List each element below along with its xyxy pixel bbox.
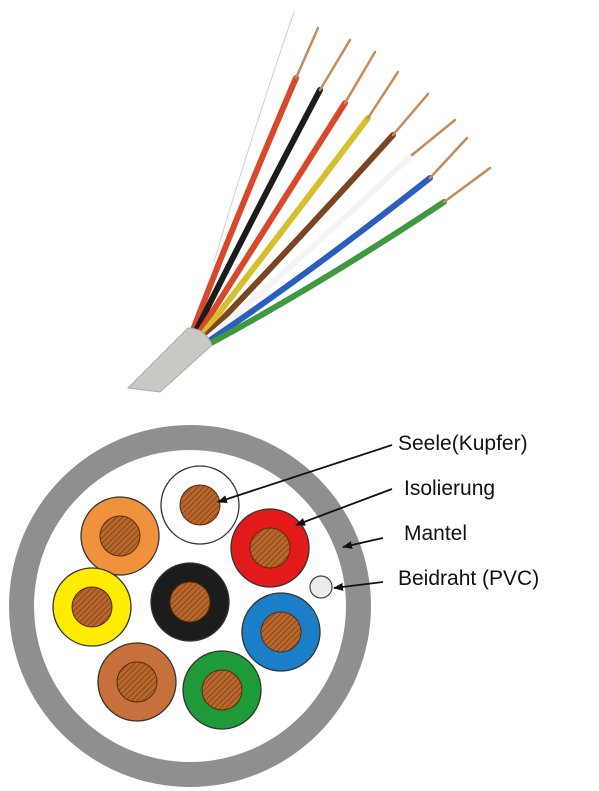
yellow-core (52, 567, 132, 647)
orange-core (80, 496, 160, 576)
arrow-mantel (342, 537, 384, 549)
wire-red-1-copper-tip (294, 26, 320, 80)
wire-green (208, 199, 447, 346)
arrow-beidraht (333, 581, 384, 591)
cores (52, 465, 321, 730)
white-core-copper (179, 484, 221, 526)
green-core (182, 650, 262, 730)
blue-core (241, 592, 321, 672)
white-core (160, 465, 240, 545)
wire-brown (202, 132, 396, 340)
label-isolierung: Isolierung (404, 477, 495, 500)
wire-green-copper-tip (442, 166, 492, 204)
cable-sheath (126, 327, 213, 393)
wire-black-copper-tip (318, 38, 352, 92)
red-core-copper (249, 527, 291, 569)
cross-section (9, 425, 371, 787)
label-beidraht: Beidraht (PVC) (398, 567, 539, 590)
callout-arrows (217, 444, 393, 591)
wire-white-copper-tip (410, 118, 457, 157)
green-core-copper (201, 669, 243, 711)
wire-yellow (199, 115, 371, 338)
wire-red-1 (190, 75, 299, 333)
cable-wires (190, 26, 492, 346)
brown-core-copper (116, 661, 158, 703)
drain-wire-beidraht (309, 575, 333, 599)
brown-core (97, 642, 177, 722)
wire-blue (206, 175, 433, 344)
wire-red-2-copper-tip (343, 50, 377, 105)
label-mantel: Mantel (404, 522, 467, 545)
black-core (150, 562, 230, 642)
yellow-core-copper (71, 586, 113, 628)
arrow-isolierung (295, 488, 393, 526)
cable-photo (126, 11, 492, 393)
wire-black (193, 87, 323, 334)
wire-brown-copper-tip (391, 92, 430, 137)
stray-filament (213, 11, 295, 263)
blue-core-copper (260, 611, 302, 653)
arrow-seele (217, 444, 393, 503)
label-seele: Seele(Kupfer) (398, 432, 528, 455)
black-core-copper (169, 581, 211, 623)
wire-yellow-copper-tip (366, 70, 400, 120)
wire-white (204, 152, 415, 342)
wire-red-2 (196, 100, 348, 336)
red-core (230, 508, 310, 588)
orange-core-copper (99, 515, 141, 557)
wire-blue-copper-tip (428, 136, 469, 180)
